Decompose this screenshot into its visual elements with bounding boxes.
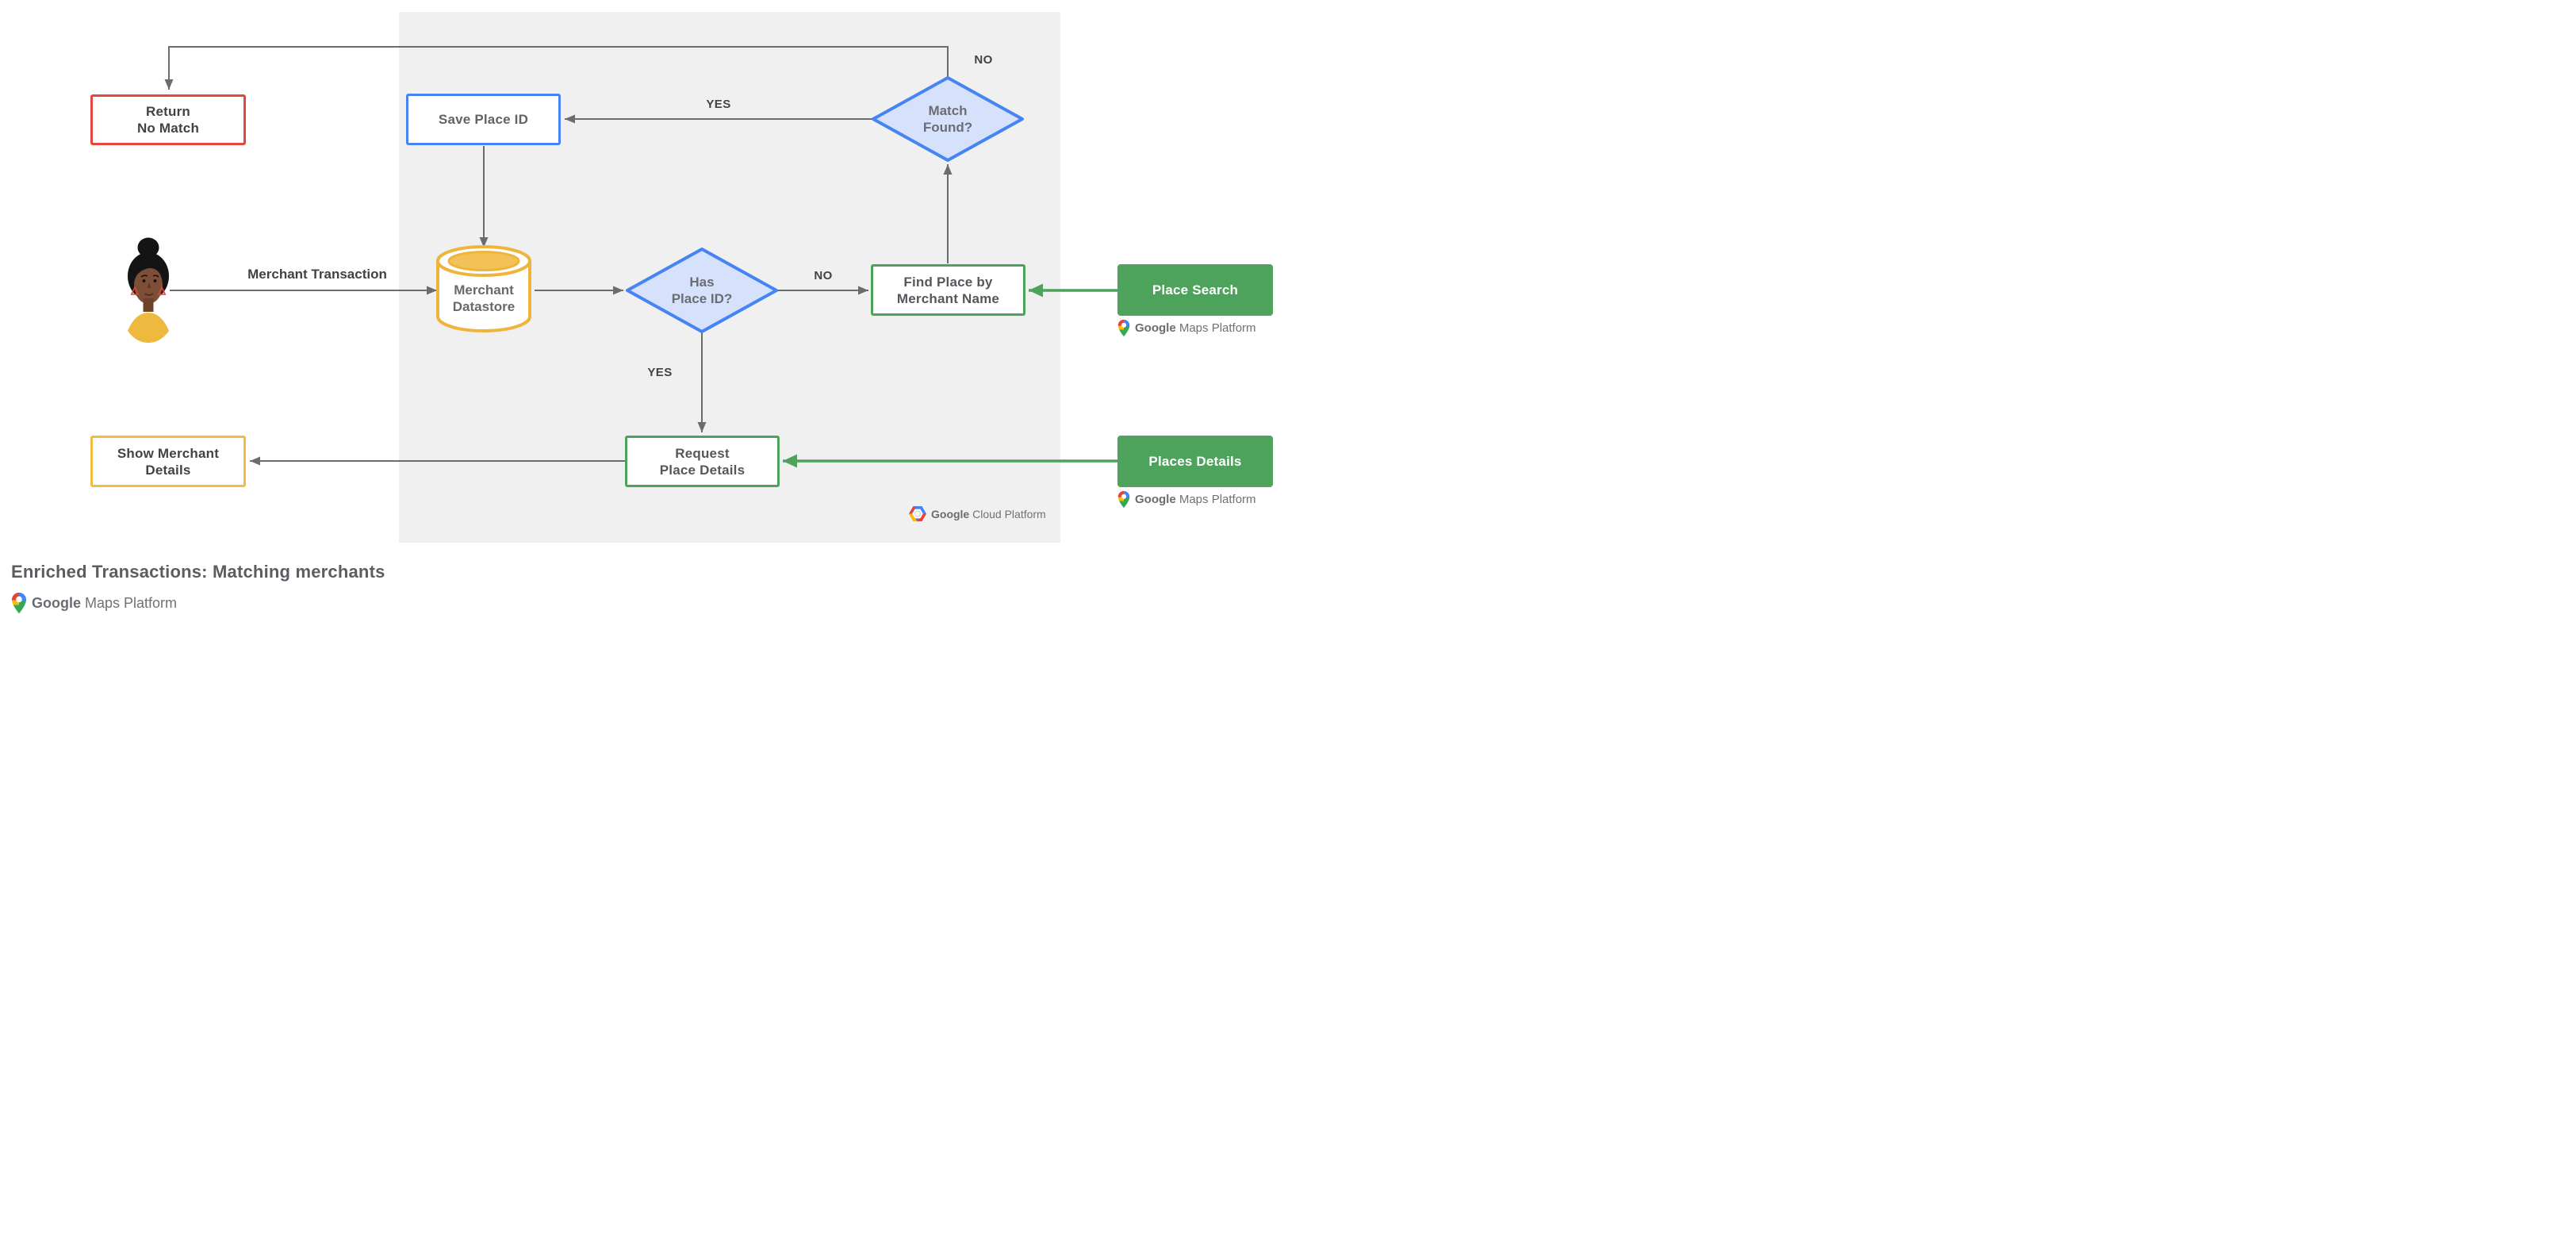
google-maps-pin-icon xyxy=(1117,490,1130,509)
google-maps-pin-icon xyxy=(11,592,27,614)
google-maps-pin-icon xyxy=(1117,319,1130,337)
node-has-place-id-label: Has Place ID? xyxy=(671,275,733,306)
label-has-place-id-yes: YES xyxy=(647,366,673,379)
node-place-search-api: Place Search xyxy=(1117,264,1273,316)
database-cylinder-icon xyxy=(436,245,531,332)
logo-google-word: Google xyxy=(931,507,970,520)
node-merchant-datastore-label: Merchant Datastore xyxy=(452,282,516,314)
diamond-shape xyxy=(872,76,1024,162)
node-find-place-by-merchant-name: Find Place by Merchant Name xyxy=(871,264,1025,316)
logo-google-word: Google xyxy=(32,594,81,611)
label-merchant-transaction: Merchant Transaction xyxy=(247,267,387,282)
diagram-title: Enriched Transactions: Matching merchant… xyxy=(11,562,385,582)
node-match-found: Match Found? xyxy=(868,73,1027,165)
google-maps-platform-logo-footer: Google Maps Platform xyxy=(11,592,177,614)
google-cloud-platform-logo: Google Cloud Platform xyxy=(909,506,1046,521)
label-match-found-yes: YES xyxy=(706,98,731,111)
flowchart-canvas: NO YES NO YES Merchant Transaction Retur… xyxy=(0,0,1288,626)
logo-google-word: Google xyxy=(1135,493,1176,506)
node-merchant-datastore: Merchant Datastore xyxy=(432,241,535,337)
node-show-merchant-details: Show Merchant Details xyxy=(90,436,246,487)
logo-product-word: Maps Platform xyxy=(85,594,178,611)
google-maps-platform-logo: Google Maps Platform xyxy=(1117,319,1256,337)
diamond-shape xyxy=(626,248,778,333)
label-has-place-id-no: NO xyxy=(814,269,833,282)
logo-google-word: Google xyxy=(1135,321,1176,335)
person-avatar xyxy=(128,237,169,343)
node-return-no-match: Return No Match xyxy=(90,94,246,145)
logo-product-word: Cloud Platform xyxy=(972,507,1046,520)
node-match-found-label: Match Found? xyxy=(922,103,973,135)
node-has-place-id: Has Place ID? xyxy=(623,244,781,336)
logo-product-word: Maps Platform xyxy=(1179,321,1256,335)
node-request-place-details: Request Place Details xyxy=(625,436,780,487)
google-cloud-hexagon-icon xyxy=(909,506,926,521)
logo-product-word: Maps Platform xyxy=(1179,493,1256,506)
node-places-details-api: Places Details xyxy=(1117,436,1273,487)
node-save-place-id: Save Place ID xyxy=(406,94,561,145)
google-maps-platform-logo: Google Maps Platform xyxy=(1117,490,1256,509)
label-match-found-no: NO xyxy=(974,53,993,67)
